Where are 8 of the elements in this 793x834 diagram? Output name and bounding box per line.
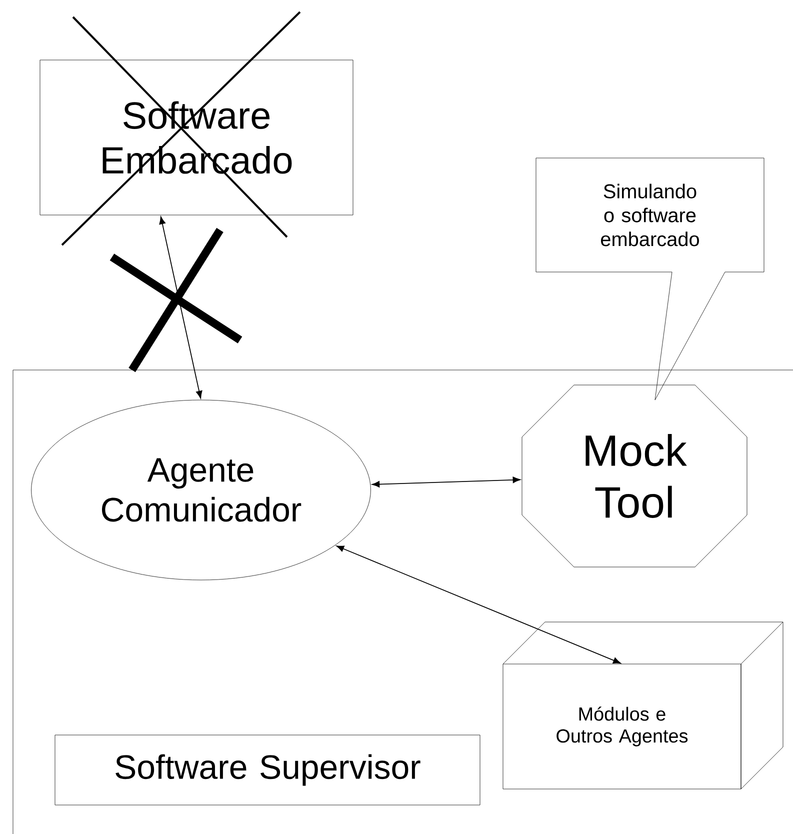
arrow [159,216,202,398]
arrow [372,476,520,488]
callout-bubble: Simulando o software embarcado [536,158,764,400]
process-box: Software Supervisor [54,734,480,806]
system-boundary [12,370,793,834]
arrow [336,546,621,664]
module-cube: Módulos e Outros Agentes [502,622,784,790]
process-octagon: Mock Tool [522,384,748,568]
